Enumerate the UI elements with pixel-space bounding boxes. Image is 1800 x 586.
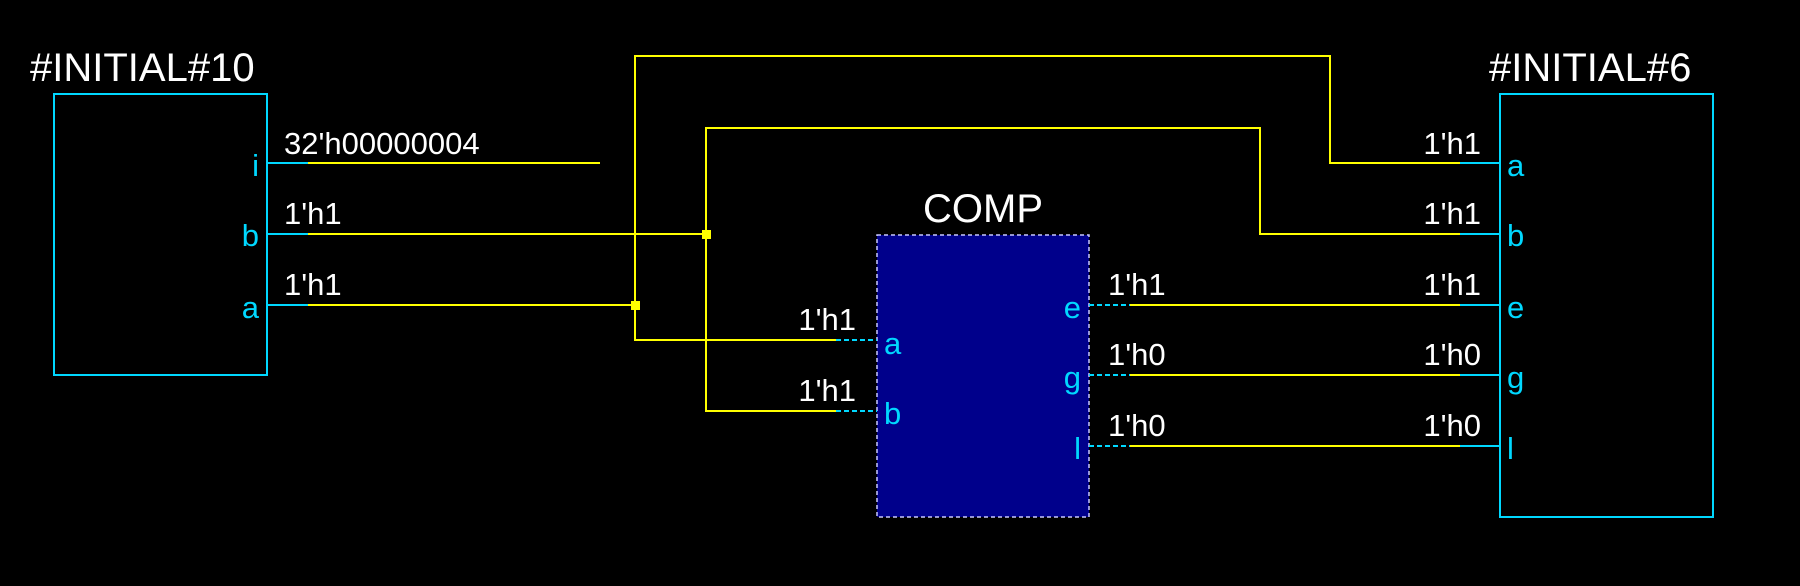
port-label-right-l: l [1507, 431, 1514, 466]
module-initial-10[interactable]: #INITIAL#10 i b a 32'h00000004 1'h1 1'h1 [30, 46, 480, 376]
signal-value-comp-in-a: 1'h1 [798, 302, 856, 337]
signal-value-comp-out-e: 1'h1 [1108, 267, 1166, 302]
signal-value-left-a: 1'h1 [284, 267, 342, 302]
signal-value-comp-in-b: 1'h1 [798, 373, 856, 408]
junction-dot-a [631, 301, 640, 310]
module-comp[interactable]: COMP a b e g l 1'h1 1'h1 1'h1 1'h0 1'h0 [798, 187, 1166, 518]
module-initial-6-box[interactable] [1499, 93, 1714, 518]
junction-dot-b [702, 230, 711, 239]
signal-value-right-b: 1'h1 [1423, 196, 1481, 231]
module-initial-10-box[interactable] [53, 93, 268, 376]
port-label-right-e: e [1507, 290, 1524, 325]
signal-value-left-i: 32'h00000004 [284, 126, 480, 161]
port-label-comp-b: b [884, 396, 901, 431]
wires [268, 55, 1460, 447]
port-label-left-b: b [242, 218, 259, 253]
port-label-left-a: a [242, 290, 260, 325]
port-label-comp-a: a [884, 326, 902, 361]
signal-value-right-e: 1'h1 [1423, 267, 1481, 302]
module-comp-box[interactable] [876, 234, 1090, 518]
module-initial-6[interactable]: #INITIAL#6 a b e g l 1'h1 1'h1 1'h1 1'h0… [1423, 46, 1714, 518]
port-label-left-i: i [252, 148, 259, 183]
signal-value-comp-out-g: 1'h0 [1108, 337, 1166, 372]
port-label-right-a: a [1507, 148, 1525, 183]
wire-left-a-to-comp-a[interactable] [268, 304, 836, 341]
signal-value-right-a: 1'h1 [1423, 126, 1481, 161]
module-comp-title: COMP [923, 187, 1043, 231]
module-initial-10-title: #INITIAL#10 [30, 46, 255, 90]
module-initial-6-title: #INITIAL#6 [1489, 46, 1691, 90]
signal-value-right-g: 1'h0 [1423, 337, 1481, 372]
port-label-comp-g: g [1064, 360, 1081, 395]
port-label-right-b: b [1507, 218, 1524, 253]
signal-value-left-b: 1'h1 [284, 196, 342, 231]
port-label-comp-e: e [1064, 290, 1081, 325]
signal-value-right-l: 1'h0 [1423, 408, 1481, 443]
wire-left-a-to-right-a[interactable] [634, 55, 1460, 305]
port-label-comp-l: l [1074, 431, 1081, 466]
port-label-right-g: g [1507, 360, 1524, 395]
signal-value-comp-out-l: 1'h0 [1108, 408, 1166, 443]
wire-left-b-to-comp-b[interactable] [268, 233, 836, 412]
wire-left-b-to-right-b[interactable] [705, 127, 1460, 235]
